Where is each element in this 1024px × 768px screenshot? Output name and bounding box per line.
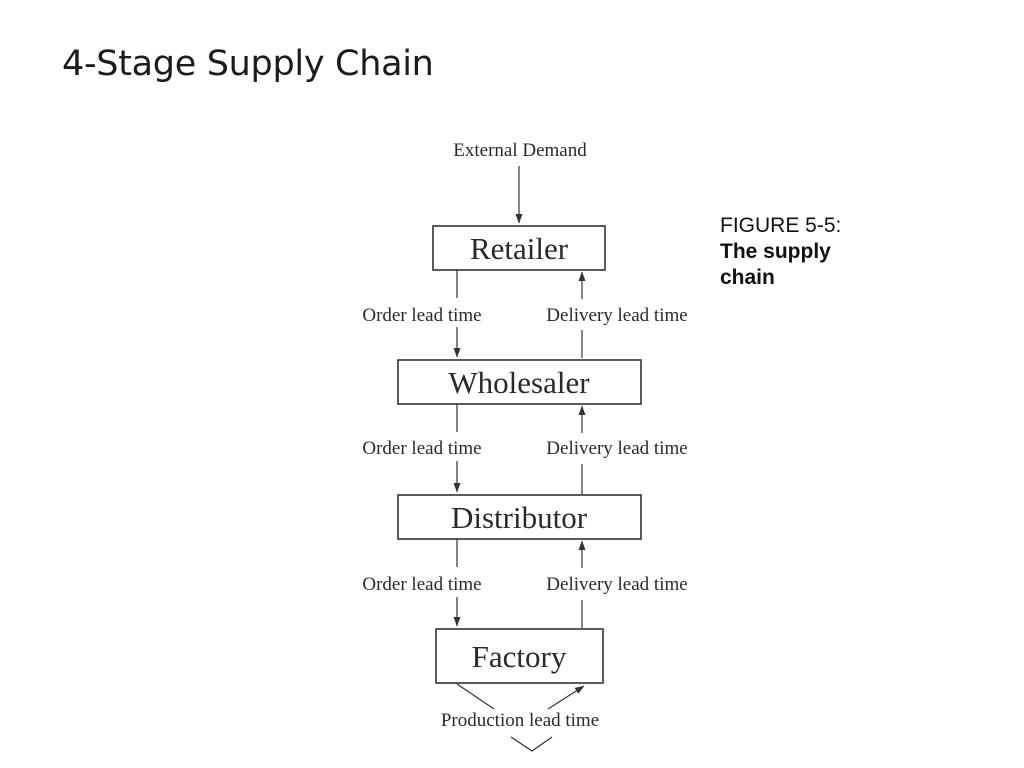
production-lead-time-label: Production lead time	[441, 710, 599, 731]
external-demand-label: External Demand	[453, 140, 587, 161]
delivery-lead-time-label: Delivery lead time	[546, 574, 687, 595]
production-loop-bottom	[510, 736, 553, 752]
delivery-lead-time-label: Delivery lead time	[546, 438, 687, 459]
caption-body: The supply chain	[720, 240, 831, 289]
order-lead-time-label: Order lead time	[362, 438, 481, 459]
distributor-label: Distributor	[451, 500, 588, 535]
retailer-label: Retailer	[470, 231, 569, 266]
distributor-box	[397, 494, 642, 540]
factory-label: Factory	[472, 639, 567, 674]
wholesaler-box	[397, 359, 642, 405]
slide-title: 4-Stage Supply Chain	[62, 44, 434, 84]
production-arrow	[547, 685, 585, 710]
factory-box	[435, 628, 604, 684]
delivery-lead-time-label: Delivery lead time	[546, 305, 687, 326]
caption-heading: FIGURE 5-5:	[720, 214, 842, 237]
wholesaler-label: Wholesaler	[448, 365, 590, 400]
order-lead-time-label: Order lead time	[362, 305, 481, 326]
order-lead-time-label: Order lead time	[362, 574, 481, 595]
production-line-down	[456, 683, 495, 710]
figure-caption: FIGURE 5-5: The supply chain	[720, 213, 880, 291]
retailer-box	[432, 225, 606, 271]
